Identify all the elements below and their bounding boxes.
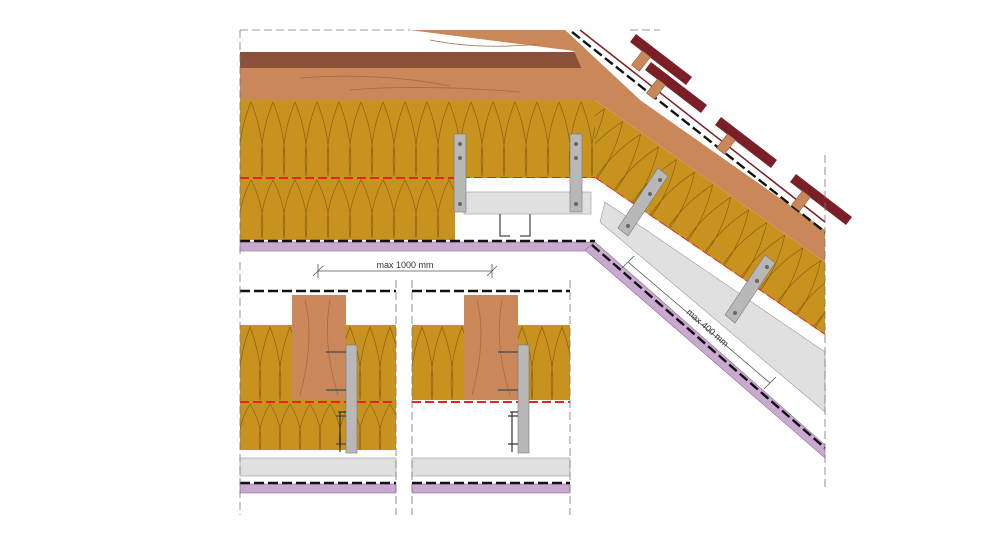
detail-left-rafter-grain <box>299 299 339 396</box>
detail-left-bracket <box>345 344 358 454</box>
rafter-wood-slope <box>565 30 825 262</box>
roof-batten <box>646 78 666 100</box>
roof-batten <box>791 190 811 212</box>
roof-membrane-slope <box>571 31 826 233</box>
detail-right-lining-board <box>411 483 571 494</box>
membrane-slope <box>591 244 826 449</box>
detail-right-screws <box>498 351 518 445</box>
bracket-slope-1 <box>617 167 669 237</box>
bracket-left <box>453 133 467 213</box>
detail-left-screws <box>326 351 346 445</box>
detail-left-rafter <box>292 295 346 400</box>
detail-right-rafter-grain <box>471 299 511 396</box>
roof-batten <box>631 50 651 72</box>
detail-left-lining-board <box>239 483 397 494</box>
roof-batten <box>716 133 736 155</box>
roof-tiles <box>630 34 852 225</box>
dimension-label-1000: max 1000 mm <box>376 260 433 270</box>
roof-tile <box>630 34 692 85</box>
bracket-right <box>569 133 583 213</box>
bracket-slope-2 <box>724 254 776 324</box>
dimension-slope <box>621 255 777 390</box>
roof-tile <box>645 62 707 113</box>
roof-tile <box>715 117 777 168</box>
top-decking-board <box>240 52 583 68</box>
dimension-horizontal <box>312 264 498 278</box>
insulation-horizontal <box>240 100 595 240</box>
bracket-slope-screws <box>626 178 769 315</box>
rafter-wood-top <box>240 30 630 100</box>
wood-grain <box>299 39 541 93</box>
detail-left-steel-profile <box>239 457 397 477</box>
section-cut-lines <box>239 29 826 515</box>
roof-tile <box>790 174 852 225</box>
hanger-clip <box>499 214 531 237</box>
detail-right-rafter <box>464 295 518 400</box>
detail-right-bracket <box>517 344 530 454</box>
detail-left-hanger <box>338 411 346 452</box>
roof-battens <box>631 50 811 212</box>
detail-right-steel-profile <box>411 457 571 477</box>
bracket-screws <box>458 142 578 206</box>
detail-right-hanger <box>510 411 518 452</box>
roof-underlay <box>579 29 826 223</box>
lining-board-horizontal <box>239 241 596 252</box>
